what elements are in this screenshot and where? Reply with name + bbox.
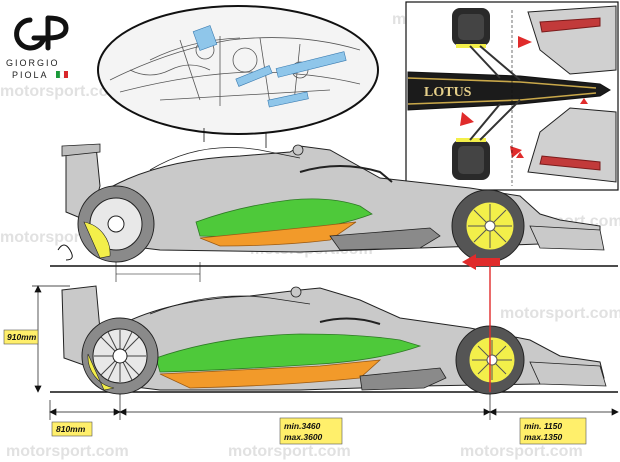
green-flow-area (155, 333, 422, 373)
flag-red (64, 71, 68, 78)
svg-text:min. 1150: min. 1150 (524, 421, 562, 431)
dim-label-front-overhang: 810mm (51, 421, 93, 437)
logo-p-mark (45, 15, 69, 51)
airflow-arrows (460, 36, 588, 158)
lower-side-view-car (50, 258, 618, 395)
top-view-detail: LOTUS (405, 1, 619, 191)
svg-text:910mm: 910mm (7, 332, 37, 342)
watermark: motorsport.com (228, 443, 351, 460)
blue-component (275, 51, 347, 78)
dimension-lines (32, 285, 619, 420)
blue-component (192, 25, 218, 51)
svg-text:max.1350: max.1350 (524, 432, 563, 442)
upper-side-view-car (50, 143, 618, 282)
svg-text:min.3460: min.3460 (284, 421, 321, 431)
watermark: motorsport.com (460, 443, 583, 460)
svg-text:max.3600: max.3600 (284, 432, 323, 442)
dim-label-rear-overhang: min. 1150 max.1350 (519, 417, 587, 445)
blue-component (267, 91, 309, 108)
dim-label-height: 910mm (3, 329, 39, 345)
logo-g-mark (14, 17, 48, 51)
watermark: motorsport.com (500, 305, 620, 322)
svg-text:810mm: 810mm (56, 424, 86, 434)
yellow-rear-highlight (87, 353, 115, 391)
flag-white (59, 70, 65, 79)
watermark: motorsport.com (6, 443, 129, 460)
blue-component (235, 65, 273, 87)
yellow-rear-highlight (83, 221, 111, 259)
airbox-camera (292, 144, 304, 156)
lotus-chassis (407, 71, 611, 111)
orange-floor-area (199, 221, 357, 247)
giorgio-piola-logo: GIORGIO PIOLA (6, 15, 69, 80)
sponsor-text: LOTUS (424, 85, 472, 100)
engine-detail-inset (97, 5, 379, 148)
watermark: motorsport.com (0, 83, 123, 100)
logo-line2: PIOLA (12, 70, 49, 80)
logo-line1: GIORGIO (6, 58, 60, 68)
flag-green (56, 71, 60, 78)
dim-label-wheelbase: min.3460 max.3600 (279, 417, 343, 445)
